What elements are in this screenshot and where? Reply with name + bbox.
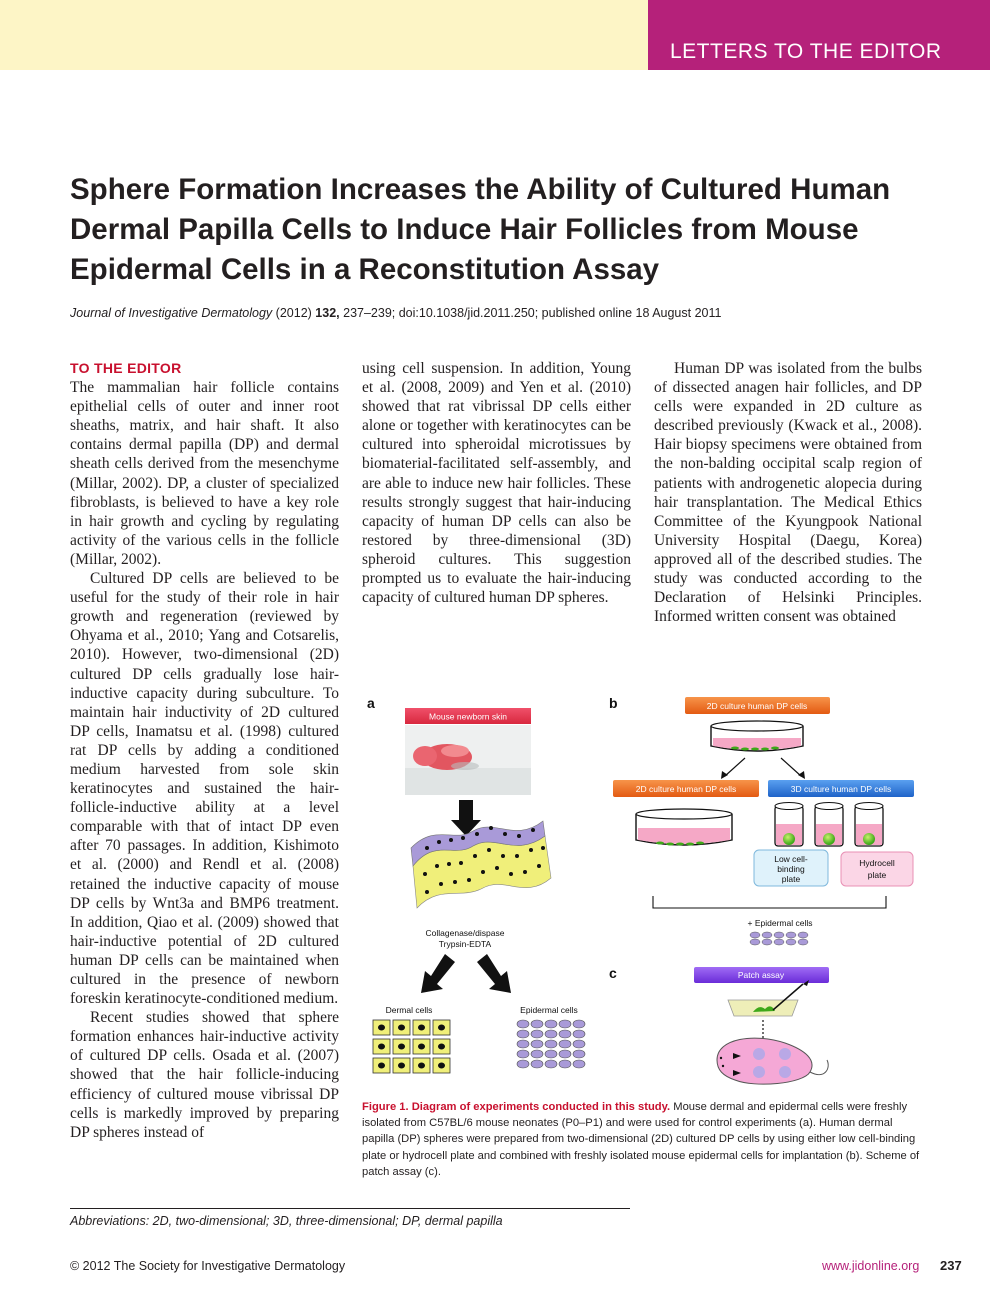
- enzyme-label-2: Trypsin-EDTA: [439, 939, 492, 949]
- panel-b-label: b: [609, 695, 618, 711]
- epidermal-cell-grid: [516, 1019, 586, 1069]
- paragraph: Recent studies showed that sphere format…: [70, 1009, 339, 1141]
- citation-line: Journal of Investigative Dermatology (20…: [70, 306, 930, 320]
- mouse-skin-label-box: [405, 708, 531, 724]
- down-arrow-icon: [451, 800, 481, 836]
- low-binding-label-1: Low cell-: [774, 854, 808, 864]
- bracket: [652, 896, 887, 909]
- low-binding-label-2: binding: [777, 864, 805, 874]
- header-band: [0, 0, 648, 70]
- citation-year: (2012): [275, 306, 312, 320]
- well-plate-3d: [774, 801, 884, 847]
- paragraph: Human DP was isolated from the bulbs of …: [654, 360, 922, 626]
- epidermal-cells-mini: [749, 931, 809, 946]
- patch-assay-scheme: [716, 980, 829, 1085]
- hydrocell-label-2: plate: [868, 870, 887, 880]
- culture-3d-box: [768, 780, 914, 797]
- footnote-rule: [70, 1208, 630, 1209]
- hydrocell-label-1: Hydrocell: [859, 858, 895, 868]
- footer-url-link[interactable]: www.jidonline.org: [822, 1259, 920, 1273]
- figure-caption: Figure 1. Diagram of experiments conduct…: [362, 1099, 922, 1180]
- section-label: LETTERS TO THE EDITOR: [648, 0, 990, 70]
- mouse-photo: [405, 725, 531, 795]
- panel-a-label: a: [367, 695, 375, 711]
- footer-copyright: © 2012 The Society for Investigative Der…: [70, 1259, 346, 1273]
- caption-text: Mouse dermal and epidermal cells were fr…: [362, 1101, 920, 1178]
- culture-2d-top-box: [685, 697, 830, 714]
- section-heading: TO THE EDITOR: [70, 360, 182, 376]
- paragraph: Cultured DP cells are believed to be use…: [70, 570, 339, 1008]
- mouse-skin-label: Mouse newborn skin: [429, 712, 507, 722]
- figure-diagram: a b c Mouse newborn skin Collagenase/dis…: [367, 695, 914, 1085]
- hydrocell-plate-box: [840, 851, 914, 887]
- culture-3d-label: 3D culture human DP cells: [791, 784, 891, 794]
- text-column-2: using cell suspension. In addition, Youn…: [362, 359, 631, 607]
- arrow-down-right-icon: [477, 954, 511, 993]
- dermal-cell-grid: [372, 1019, 451, 1074]
- low-binding-label-3: plate: [782, 874, 801, 884]
- paragraph: The mammalian hair follicle contains epi…: [70, 379, 339, 568]
- journal-name: Journal of Investigative Dermatology: [70, 306, 273, 320]
- culture-dish-top: [710, 720, 804, 752]
- skin-layer-epidermis: [410, 820, 546, 867]
- citation-volume: 132,: [315, 306, 340, 320]
- dermal-cells-label: Dermal cells: [386, 1005, 433, 1015]
- arrow-right: [780, 757, 802, 777]
- patch-assay-box: [694, 967, 829, 983]
- culture-dish-2d: [635, 808, 733, 846]
- plus-epidermal-label: + Epidermal cells: [748, 918, 813, 928]
- low-binding-plate-box: [753, 849, 829, 887]
- epidermal-cells-label: Epidermal cells: [520, 1005, 578, 1015]
- abbreviations-footnote: Abbreviations: 2D, two-dimensional; 3D, …: [70, 1214, 503, 1228]
- arrow-left: [724, 757, 746, 777]
- arrow-down-left-icon: [421, 954, 455, 993]
- patch-assay-label: Patch assay: [738, 970, 785, 980]
- caption-label: Figure 1. Diagram of experiments conduct…: [362, 1101, 671, 1113]
- article-title: Sphere Formation Increases the Ability o…: [70, 173, 891, 286]
- text-column-1: TO THE EDITOR The mammalian hair follicl…: [70, 359, 339, 1142]
- paragraph: using cell suspension. In addition, Youn…: [362, 360, 631, 607]
- section-label-text: LETTERS TO THE EDITOR: [670, 40, 942, 63]
- panel-c-label: c: [609, 965, 617, 981]
- enzyme-label-1: Collagenase/dispase: [426, 928, 505, 938]
- culture-2d-box: [613, 780, 759, 797]
- skin-cell-nucleus: [425, 846, 429, 850]
- culture-2d-top-label: 2D culture human DP cells: [707, 701, 807, 711]
- citation-rest: 237–239; doi:10.1038/jid.2011.250; publi…: [343, 306, 722, 320]
- text-column-3: Human DP was isolated from the bulbs of …: [654, 359, 922, 626]
- culture-2d-label: 2D culture human DP cells: [636, 784, 736, 794]
- page-number: 237: [940, 1258, 962, 1273]
